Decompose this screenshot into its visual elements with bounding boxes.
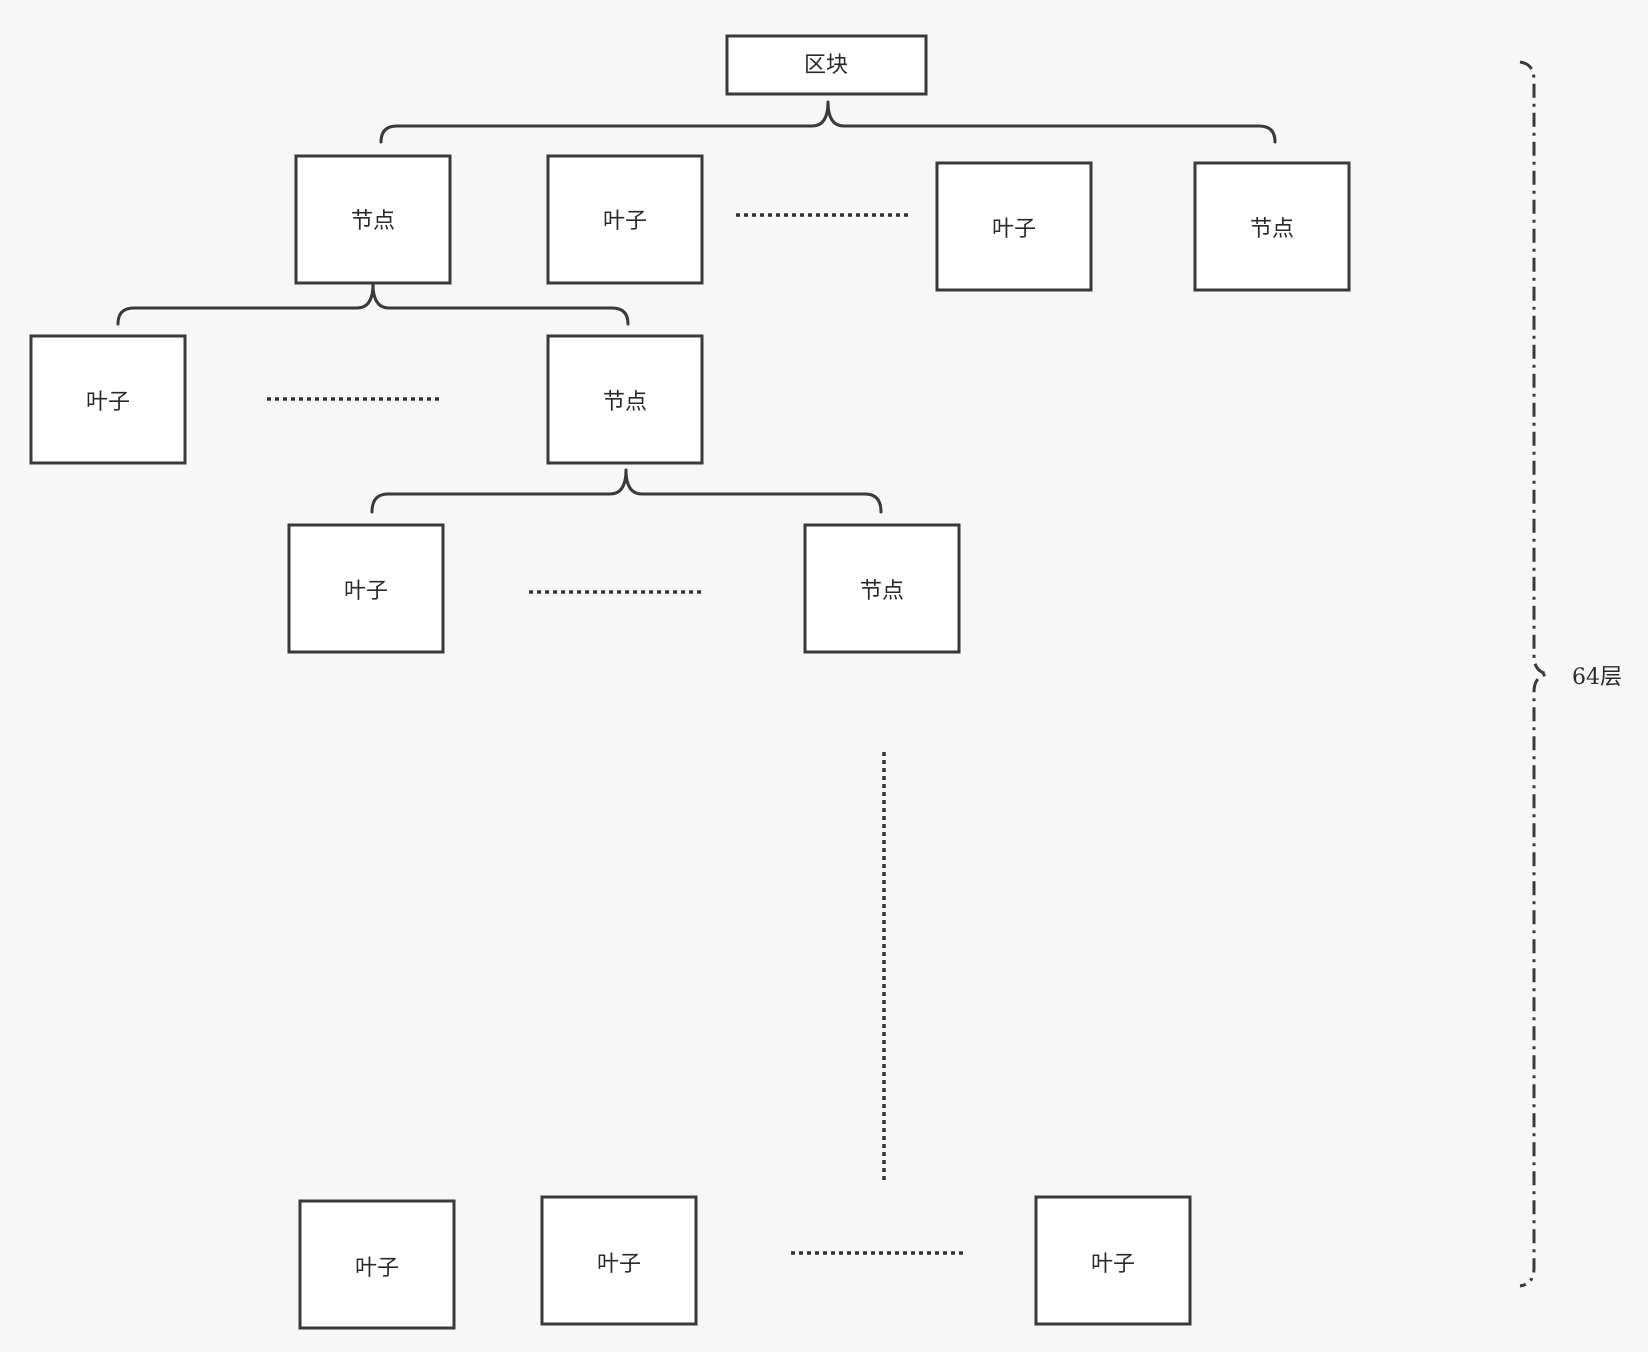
level1-leaf-2-label: 叶子 [992, 217, 1036, 242]
level3-node: 节点 [803, 523, 961, 654]
level1-node-children-brace [116, 282, 630, 326]
level1-leaf-2: 叶子 [935, 161, 1093, 292]
root-children-brace [379, 100, 1277, 144]
level1-leaf-1: 叶子 [546, 154, 704, 285]
level2-node: 节点 [546, 334, 704, 465]
level3-leaf-label: 叶子 [344, 579, 388, 604]
layer-count-label: 64层 [1572, 665, 1622, 690]
level3-node-label: 节点 [860, 579, 904, 604]
bottom-leaf-1: 叶子 [298, 1199, 456, 1330]
level2-node-children-brace [370, 468, 883, 514]
layer-count-brace [1519, 60, 1549, 1288]
bottom-leaf-3-label: 叶子 [1091, 1252, 1135, 1277]
level1-node-2-label: 节点 [1250, 217, 1294, 242]
bottom-leaf-1-label: 叶子 [355, 1256, 399, 1281]
level1-node-1-label: 节点 [351, 209, 395, 234]
bottom-leaf-2-label: 叶子 [597, 1252, 641, 1277]
bottom-leaf-3: 叶子 [1034, 1195, 1192, 1326]
level1-leaf-1-label: 叶子 [603, 209, 647, 234]
level2-leaf-label: 叶子 [86, 390, 130, 415]
level3-leaf: 叶子 [287, 523, 445, 654]
level2-leaf: 叶子 [29, 334, 187, 465]
level1-node-2: 节点 [1193, 161, 1351, 292]
bottom-leaf-2: 叶子 [540, 1195, 698, 1326]
root-block-label: 区块 [804, 53, 848, 78]
root-block-node: 区块 [725, 34, 928, 96]
level2-node-label: 节点 [603, 390, 647, 415]
level1-node-1: 节点 [294, 154, 452, 285]
